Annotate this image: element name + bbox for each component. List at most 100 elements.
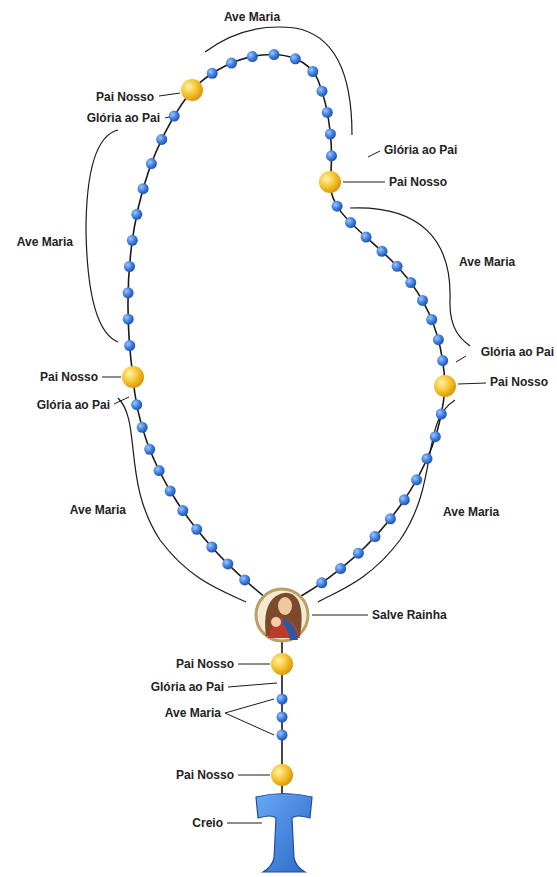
bracket [118,398,246,602]
prayer-label: Pai Nosso [176,768,234,782]
ave-bead [411,474,422,485]
ave-bead [206,542,217,553]
ave-bead [226,58,237,69]
leader-line [228,683,277,687]
prayer-label: Pai Nosso [96,90,154,104]
ave-bead [269,49,280,60]
pater-bead [271,653,293,675]
bracket [86,130,118,342]
prayer-label: Ave Maria [17,235,73,249]
ave-bead [430,431,441,442]
pater-bead [271,764,293,786]
ave-bead [385,513,396,524]
prayer-label: Glória ao Pai [481,345,554,359]
leader-line [227,823,262,824]
ave-bead [316,577,327,588]
ave-bead [345,217,356,228]
prayer-label: Ave Maria [443,505,499,519]
leader-line [102,377,121,378]
prayer-label: Pai Nosso [389,175,447,189]
ave-bead [277,730,288,741]
ave-bead [392,261,403,272]
ave-bead [123,287,134,298]
ave-bead [426,314,437,325]
ave-bead [277,694,288,705]
leader-line [225,699,274,713]
ave-bead [131,209,142,220]
prayer-label: Ave Maria [165,706,221,720]
prayer-label: Salve Rainha [372,608,447,622]
prayer-label: Glória ao Pai [37,398,110,412]
ave-bead [154,465,165,476]
prayer-label: Creio [192,816,223,830]
ave-bead [222,558,233,569]
ave-bead [239,574,250,585]
leader-line [159,93,180,96]
tau-cross [256,794,312,873]
ave-bead [290,53,301,64]
madonna-mantle [282,618,298,640]
ave-bead [127,235,138,246]
ave-bead [325,129,336,140]
ave-bead [191,524,202,535]
prayer-label: Glória ao Pai [384,143,457,157]
string-segment [330,182,445,386]
rosary-string [128,55,445,795]
ave-bead [433,334,444,345]
string-segment [128,90,192,377]
ave-bead [131,399,142,410]
prayer-label: Glória ao Pai [151,680,224,694]
ave-bead [137,422,148,433]
ave-bead [335,563,346,574]
prayer-label: Pai Nosso [40,370,98,384]
prayer-label: Ave Maria [224,10,280,24]
child-face [271,617,281,627]
ave-bead [207,68,218,79]
ave-bead [165,486,176,497]
ave-bead [361,232,372,243]
leader-line [458,383,486,384]
ave-bead [307,66,318,77]
ave-bead [437,355,448,366]
bracket [350,208,470,346]
prayer-label: Pai Nosso [176,657,234,671]
bead-group [122,49,456,786]
prayer-label: Glória ao Pai [87,111,160,125]
prayer-label: Ave Maria [459,255,515,269]
ave-bead [247,51,258,62]
prayer-label: Ave Maria [70,503,126,517]
ave-bead [399,494,410,505]
ave-bead [326,150,337,161]
ave-bead [422,453,433,464]
ave-bead [146,158,157,169]
ave-bead [353,548,364,559]
ave-bead [124,340,135,351]
bracket [86,27,470,602]
ave-bead [138,183,149,194]
leader-line [343,182,385,183]
leader-line [114,397,129,404]
ave-bead [322,107,333,118]
bracket [318,400,455,602]
leader-line [225,713,274,735]
leader-line [238,775,270,776]
prayer-label: Pai Nosso [490,375,548,389]
ave-bead [332,201,343,212]
leader-line [312,615,368,616]
ave-bead [277,712,288,723]
ave-bead [169,111,180,122]
leader-line [456,356,466,362]
ave-bead [123,314,134,325]
ave-bead [417,295,428,306]
ave-bead [317,86,328,97]
pater-bead [181,79,203,101]
leader-line [238,664,270,665]
string-segment [133,377,266,598]
madonna-face [278,597,292,615]
ave-bead [156,134,167,145]
leader-line [102,93,486,823]
medallion [256,589,308,641]
ave-bead [370,531,381,542]
ave-bead [377,246,388,257]
